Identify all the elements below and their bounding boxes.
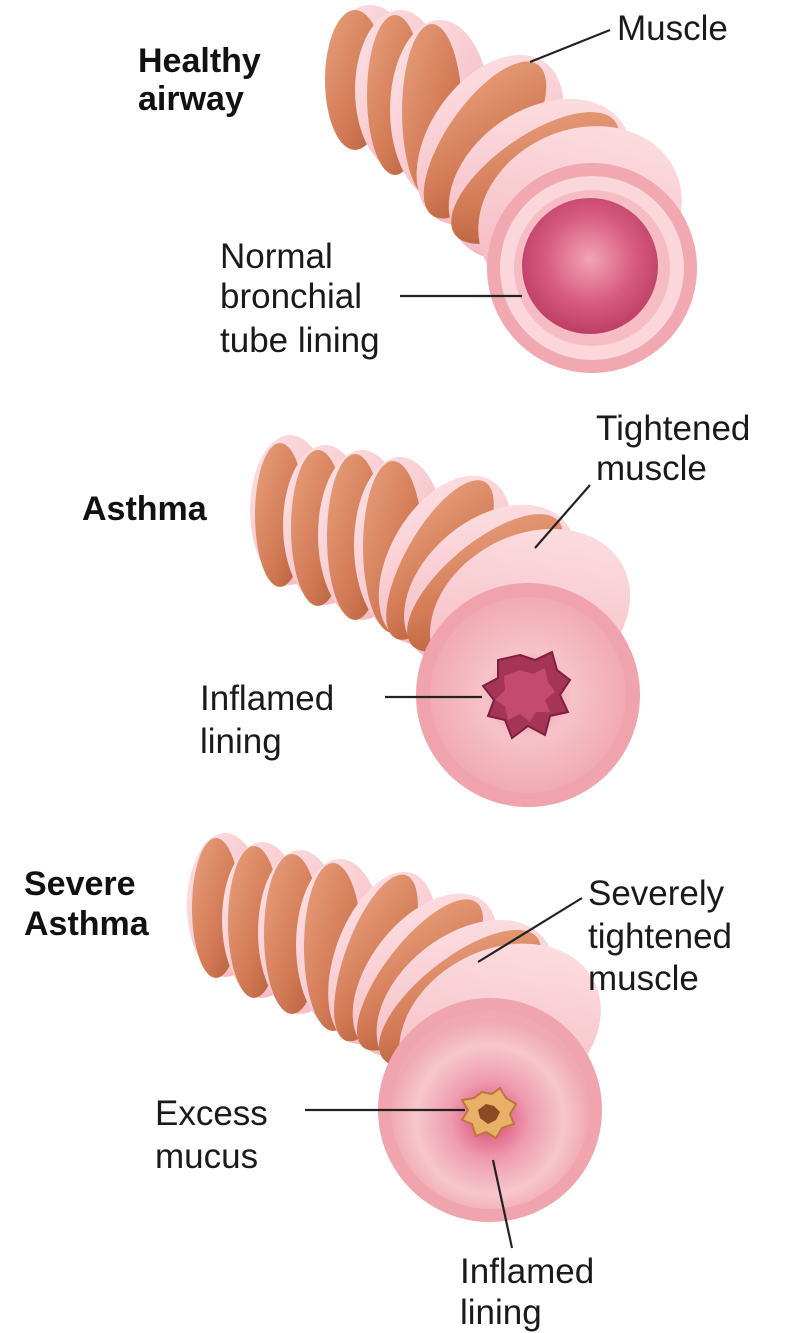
healthy-tube-illustration [325, 5, 711, 373]
healthy-muscle-leader [530, 30, 610, 62]
severe-lining-label: Inflamed lining [460, 1252, 604, 1332]
severe-title: Severe Asthma [24, 865, 150, 943]
healthy-title: Healthy airway [138, 42, 270, 118]
asthma-title: Asthma [82, 490, 208, 528]
healthy-lumen [522, 198, 658, 334]
severe-muscle-label: Severely tightened muscle [588, 874, 742, 998]
severe-mucus-label: Excess mucus [155, 1094, 278, 1176]
panel-severe-asthma: Severe Asthma Severely tightened muscle … [24, 833, 742, 1332]
asthma-lining-label: Inflamed lining [200, 679, 344, 761]
asthma-muscle-label: Tightened muscle [596, 409, 760, 488]
panel-asthma: Asthma Tightened muscle Inflamed lining [82, 409, 760, 807]
healthy-muscle-label: Muscle [617, 9, 728, 48]
panel-healthy-airway: Healthy airway Muscle Normal bronchial t… [138, 5, 728, 373]
healthy-lining-label: Normal bronchial tube lining [220, 237, 380, 360]
asthma-tube-illustration [250, 435, 660, 807]
